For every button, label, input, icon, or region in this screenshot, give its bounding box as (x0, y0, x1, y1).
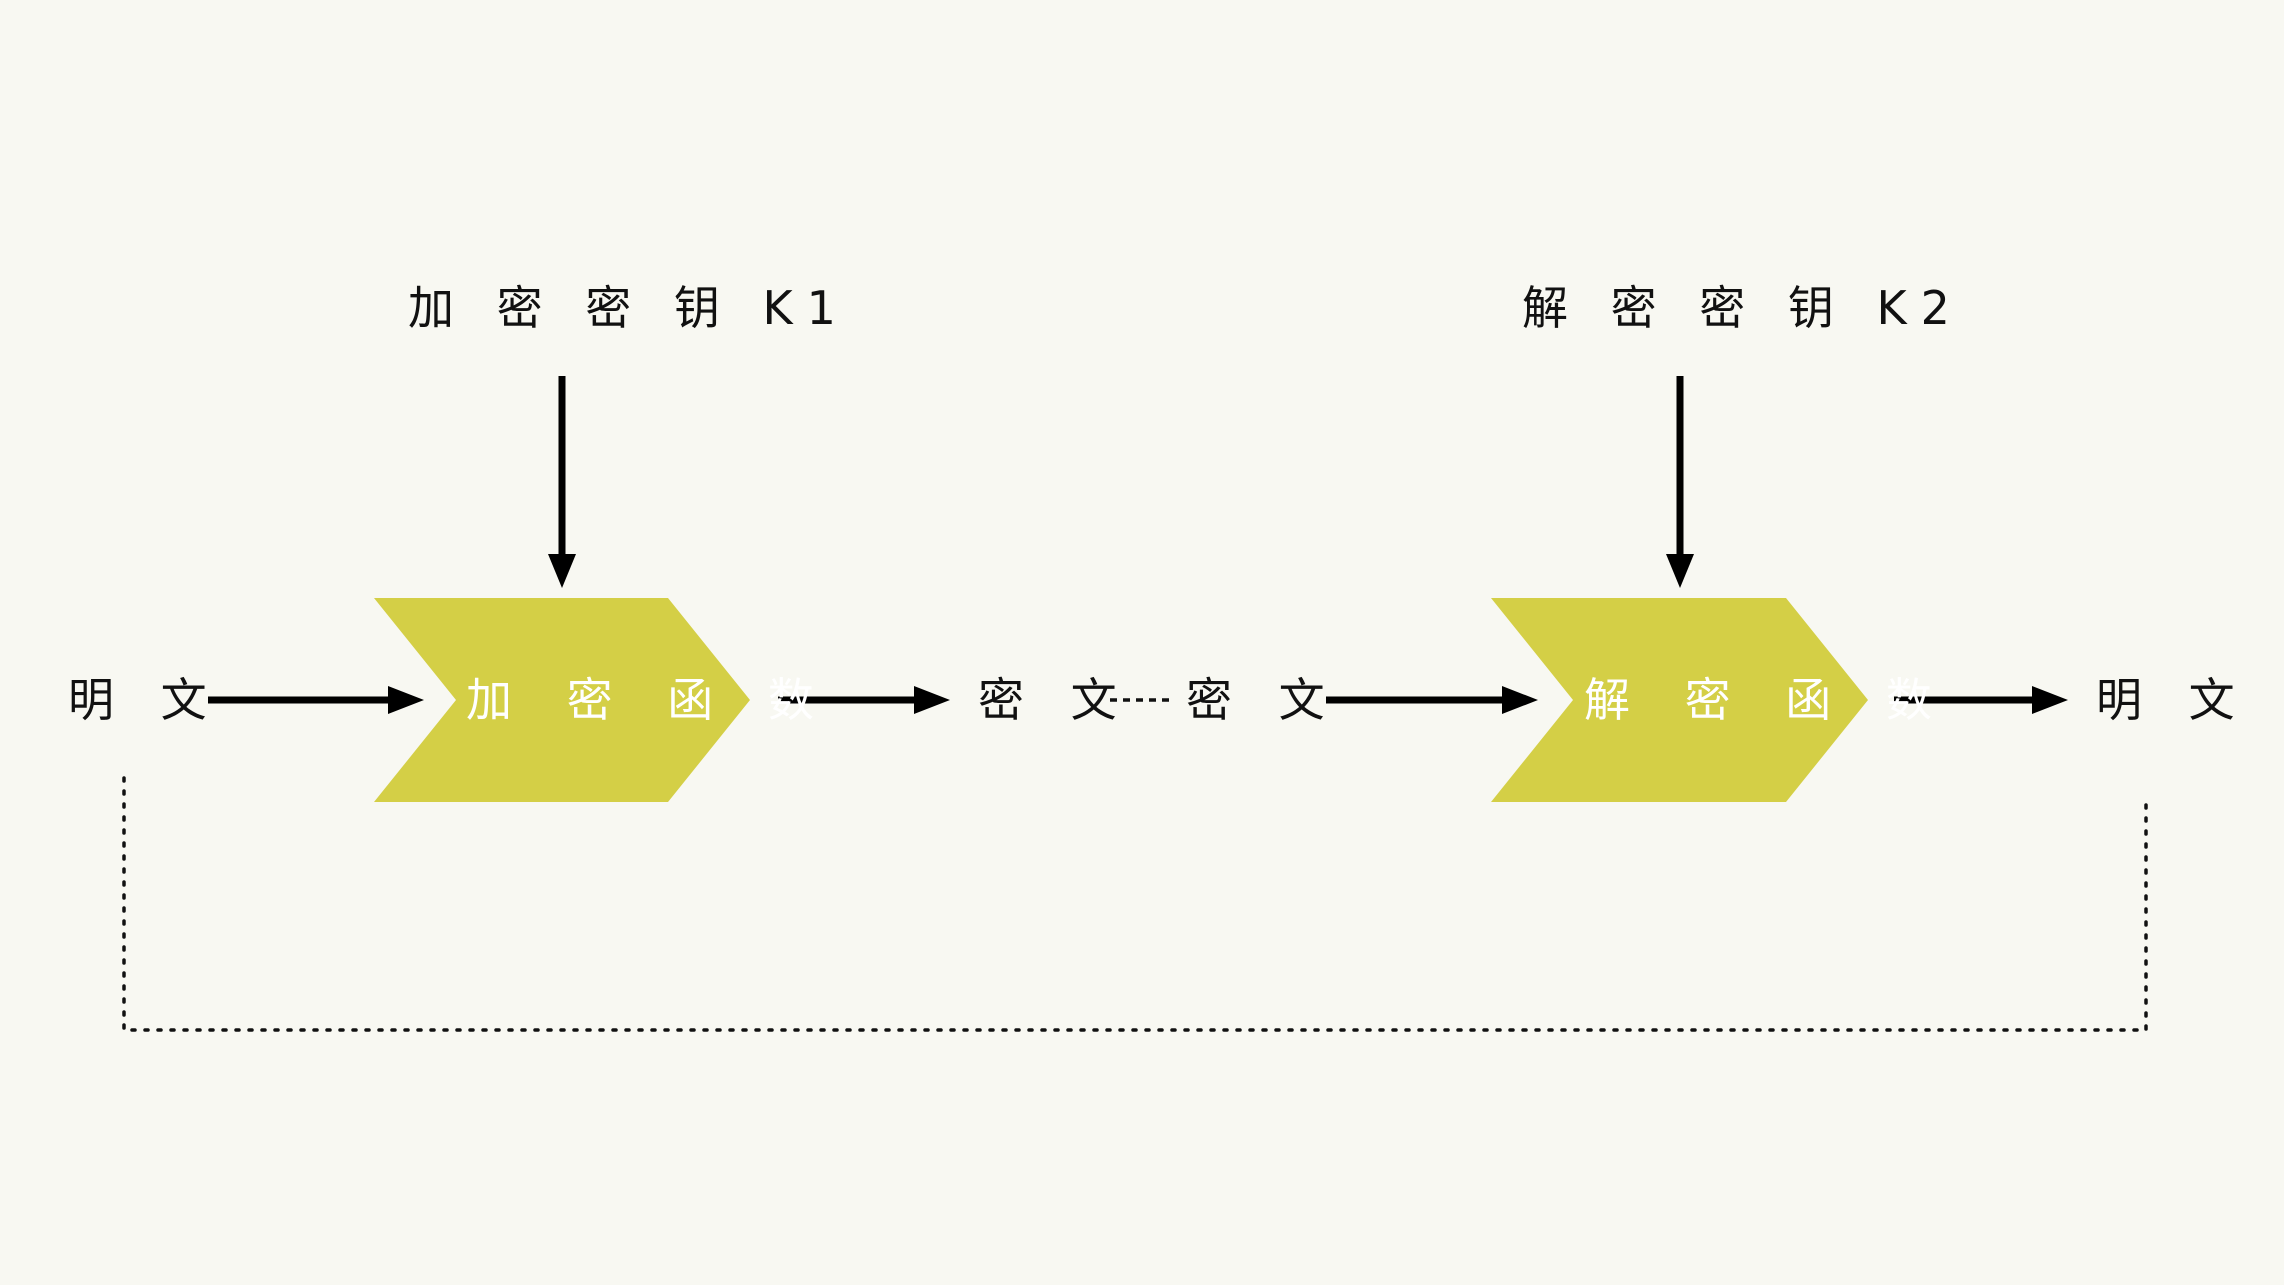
ciphertext-to-decrypt-arrow (1326, 686, 1538, 714)
ciphertext-sent-label: 密 文 (978, 673, 1133, 727)
plaintext-input-label: 明 文 (68, 673, 223, 727)
decrypt-to-plaintext-arrow (1894, 686, 2068, 714)
ciphertext-received-label: 密 文 (1186, 673, 1341, 727)
decrypt-function-label: 解 密 函 数 (1584, 673, 1952, 727)
encrypt-function-chevron (374, 598, 750, 802)
decrypt-key-label: 解 密 密 钥 K2 (1522, 281, 1964, 335)
plaintext-to-encrypt-arrow (208, 686, 424, 714)
decrypt-key-arrow (1666, 376, 1694, 588)
encrypt-to-ciphertext-arrow (778, 686, 950, 714)
encrypt-key-arrow (548, 376, 576, 588)
decrypt-function-chevron (1491, 598, 1868, 802)
encrypt-key-label: 加 密 密 钥 K1 (408, 281, 850, 335)
encrypt-function-label: 加 密 函 数 (466, 673, 834, 727)
plaintext-equivalence-bracket (122, 776, 2148, 1032)
plaintext-output-label: 明 文 (2096, 673, 2251, 727)
